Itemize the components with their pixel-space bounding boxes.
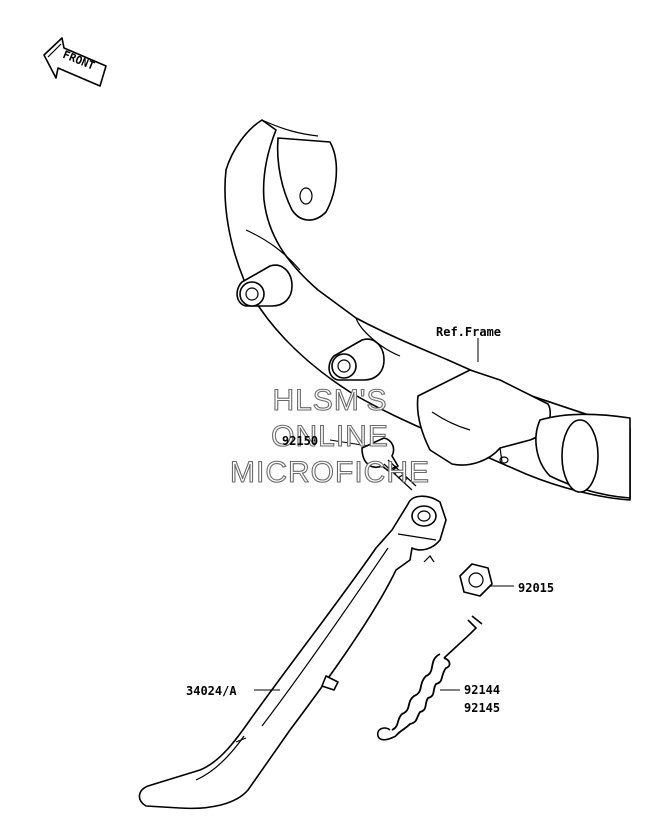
bolt-92150 — [361, 437, 417, 491]
watermark-line-1: HLSM'S — [272, 384, 387, 417]
callout-nut: 92015 — [518, 581, 554, 595]
callout-spring-2: 92145 — [464, 701, 500, 715]
callout-ref-frame: Ref.Frame — [436, 325, 501, 339]
callout-stand: 34024/A — [186, 684, 237, 698]
spring-92144 — [376, 615, 483, 741]
nut-92015 — [459, 563, 493, 597]
callout-spring-1: 92144 — [464, 683, 500, 697]
watermark: HLSM'S ONLINE MICROFICHE — [229, 383, 430, 489]
watermark-line-3: MICROFICHE — [230, 456, 430, 489]
frame-drawing — [224, 119, 631, 501]
frame-boss-lower — [328, 338, 385, 381]
front-arrow-icon: FRONT — [43, 37, 107, 87]
watermark-line-2: ONLINE — [271, 420, 389, 453]
leader-bolt — [329, 439, 369, 447]
frame-boss-upper — [236, 264, 293, 307]
side-stand-34024 — [138, 495, 447, 810]
callout-bolt: 92150 — [282, 434, 318, 448]
